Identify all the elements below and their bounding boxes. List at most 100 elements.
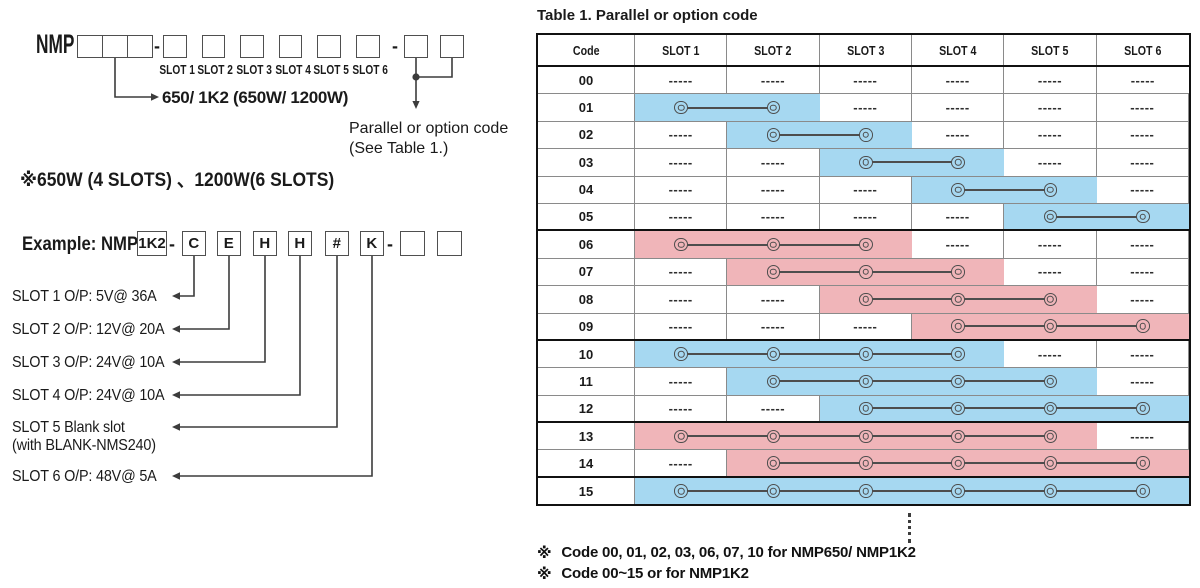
slot-cell: ----- xyxy=(912,121,1005,149)
output-node-icon xyxy=(1043,292,1058,307)
slot-label: SLOT 3 xyxy=(236,62,272,77)
table-row: 00------------------------------ xyxy=(538,67,1189,95)
parallel-wire xyxy=(958,188,1051,191)
output-node-icon xyxy=(1043,401,1058,416)
parallel-wire xyxy=(865,161,959,164)
table-row: 03-------------------- xyxy=(538,149,1189,177)
example-code-value: E xyxy=(223,235,234,252)
table-title: Table 1. Parallel or option code xyxy=(537,7,758,24)
code-value: 13 xyxy=(578,428,594,444)
parallel-band-blue xyxy=(819,149,1005,176)
slot-code-box xyxy=(163,35,187,58)
code-cell: 06 xyxy=(538,231,635,258)
slot-code-box xyxy=(317,35,341,58)
parallel-band-blue xyxy=(727,368,1097,395)
footnote: ※Code 00, 01, 02, 03, 06, 07, 10 for NMP… xyxy=(537,544,916,562)
example-code-box: H xyxy=(288,231,312,256)
header-slot-2: SLOT 2 xyxy=(727,35,820,65)
slot-cell: ----- xyxy=(635,313,728,339)
output-node-icon xyxy=(674,484,688,498)
hyphen: - xyxy=(169,234,175,254)
no-connection-dashes: ----- xyxy=(1037,154,1063,170)
table-row: 04-------------------- xyxy=(538,176,1189,204)
output-node-icon xyxy=(1136,209,1150,224)
header-label: SLOT 4 xyxy=(938,42,977,58)
slot-description-line: SLOT 2 O/P: 12V@ 20A xyxy=(12,321,165,338)
parallel-band-blue xyxy=(635,477,1189,505)
no-connection-dashes: ----- xyxy=(1130,100,1155,116)
example-code-box: H xyxy=(253,231,277,256)
no-connection-dashes: ----- xyxy=(760,154,786,170)
connector-lines xyxy=(114,58,453,480)
slot-label: SLOT 2 xyxy=(197,62,234,77)
slot-label: SLOT 5 xyxy=(313,62,350,77)
output-node-icon xyxy=(1043,209,1058,224)
slot-description-line: SLOT 3 O/P: 24V@ 10A xyxy=(12,354,165,371)
no-connection-dashes: ----- xyxy=(760,291,786,307)
reference-mark-icon: ※ xyxy=(537,566,552,583)
code-cell: 04 xyxy=(538,176,635,203)
hyphen: - xyxy=(387,234,393,254)
code-value: 01 xyxy=(578,100,594,116)
output-node-icon xyxy=(1136,484,1150,498)
slot-label: SLOT 1 xyxy=(159,62,195,77)
parallel-wire xyxy=(773,133,866,136)
output-node-icon xyxy=(1136,401,1150,416)
slot-cell: ----- xyxy=(820,67,912,94)
output-node-icon xyxy=(766,237,781,252)
table-row: 10---------- xyxy=(538,340,1189,369)
slot-cell: ----- xyxy=(820,94,912,121)
slot-description: SLOT 6 O/P: 48V@ 5A xyxy=(12,468,157,486)
code-value: 09 xyxy=(578,318,594,334)
output-node-icon xyxy=(1136,456,1150,470)
header-slot-6: SLOT 6 xyxy=(1097,35,1189,65)
slot-cell: ----- xyxy=(1097,423,1189,450)
table-row: 13 ----- xyxy=(538,423,1189,451)
slot-description: SLOT 4 O/P: 24V@ 10A xyxy=(12,387,165,405)
slot-description-line: SLOT 1 O/P: 5V@ 36A xyxy=(12,288,157,305)
no-connection-dashes: ----- xyxy=(1037,127,1063,143)
output-node-icon xyxy=(674,237,688,252)
output-node-icon xyxy=(951,319,965,333)
slot-cell: ----- xyxy=(1004,94,1097,121)
slot-cell: ----- xyxy=(1097,149,1189,176)
slot-cell: ----- xyxy=(635,450,728,476)
no-connection-dashes: ----- xyxy=(1130,264,1155,280)
no-connection-dashes: ----- xyxy=(1130,291,1155,307)
slot-cell: ----- xyxy=(1097,67,1189,93)
header-slot-5: SLOT 5 xyxy=(1004,35,1097,65)
code-value: 06 xyxy=(578,237,594,253)
header-label: SLOT 1 xyxy=(662,42,700,58)
no-connection-dashes: ----- xyxy=(853,182,878,198)
output-node-icon xyxy=(951,484,965,498)
output-node-icon xyxy=(859,374,873,389)
output-node-icon xyxy=(951,429,965,444)
code-value: 11 xyxy=(579,373,593,389)
example-code-box: E xyxy=(217,231,241,256)
output-node-icon xyxy=(766,100,781,115)
example-model-value: 1K2 xyxy=(138,235,166,252)
no-connection-dashes: ----- xyxy=(668,318,693,334)
output-node-icon xyxy=(859,265,873,279)
output-node-icon xyxy=(1043,319,1058,333)
parallel-band-blue xyxy=(635,94,820,121)
no-connection-dashes: ----- xyxy=(945,237,970,253)
parallel-note-line1: Parallel or option code xyxy=(349,120,509,137)
option-code-box-2 xyxy=(440,35,464,58)
output-node-icon xyxy=(859,456,873,470)
code-cell: 07 xyxy=(538,258,635,286)
example-code-box: # xyxy=(325,231,349,256)
table-row: 08--------------- xyxy=(538,286,1189,314)
parallel-wire xyxy=(1050,215,1143,218)
parallel-band-pink xyxy=(727,450,1189,476)
code-cell: 15 xyxy=(538,477,635,505)
output-node-icon xyxy=(951,401,965,416)
no-connection-dashes: ----- xyxy=(668,209,693,225)
parallel-wire xyxy=(865,407,1143,410)
slot-cell: ----- xyxy=(727,395,820,422)
code-cell: 08 xyxy=(538,286,635,313)
no-connection-dashes: ----- xyxy=(853,100,878,116)
code-value: 08 xyxy=(578,291,594,307)
power-code-cell xyxy=(128,36,152,57)
